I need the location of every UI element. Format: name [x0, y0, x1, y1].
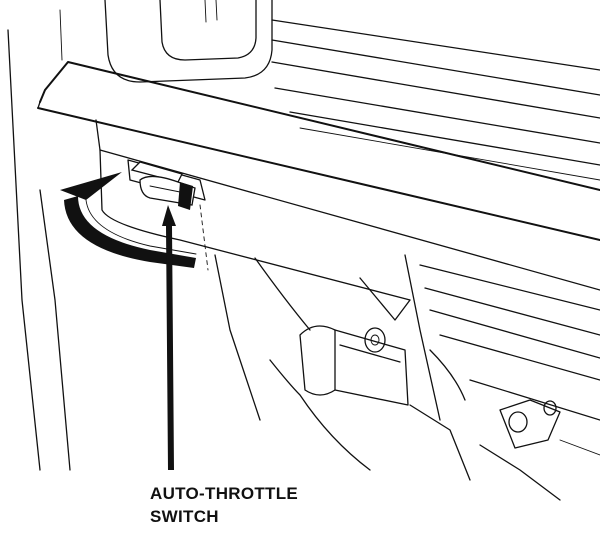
- auto-throttle-switch: [127, 159, 209, 271]
- vent-louvers: [271, 19, 600, 181]
- door-pillar: [7, 9, 71, 471]
- arrow-head: [60, 172, 122, 200]
- window-frame: [104, 0, 273, 83]
- callout-leader: [162, 205, 176, 470]
- rotation-arrow: [60, 172, 197, 268]
- lower-panel: [99, 149, 600, 421]
- callout-label-line2: SWITCH: [150, 507, 219, 526]
- arrow-body: [64, 196, 196, 268]
- mechanism-bracket: [269, 325, 600, 501]
- callout-label: AUTO-THROTTLE SWITCH: [150, 482, 370, 528]
- callout-label-line1: AUTO-THROTTLE: [150, 484, 299, 503]
